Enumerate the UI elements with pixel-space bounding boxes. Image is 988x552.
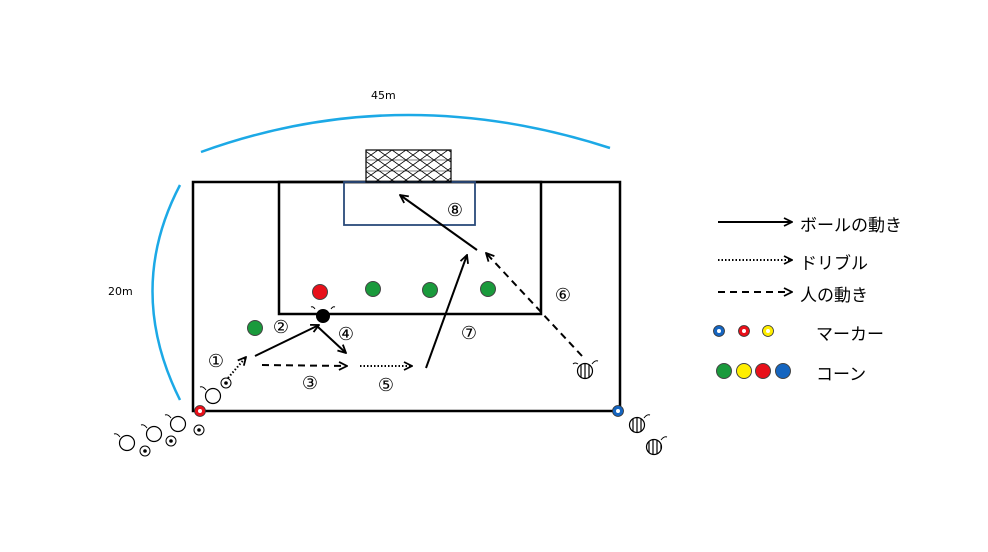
striped-player-icon <box>645 436 668 456</box>
dribble-arrow-1 <box>227 357 246 379</box>
step-label-6: ⑥ <box>555 285 571 306</box>
cone-green <box>365 281 381 297</box>
marker-blue-icon <box>612 405 624 417</box>
height-dimension-arc <box>151 184 182 401</box>
step-label-1: ① <box>208 351 224 372</box>
player-icon <box>140 424 163 443</box>
soccer-ball-icon <box>220 377 232 389</box>
legend-cone-yellow <box>736 363 752 379</box>
step-label-5: ⑤ <box>378 375 394 396</box>
marker-red-icon <box>194 405 206 417</box>
player-icon <box>164 414 187 433</box>
pass-arrow-7 <box>425 255 467 369</box>
legend-marker-red-icon <box>738 325 750 337</box>
height-dimension-label: 20m <box>108 285 133 298</box>
run-arrow-3 <box>261 365 347 366</box>
legend-markers-label: マーカー <box>816 325 884 345</box>
cone-red <box>312 284 328 300</box>
step-label-7: ⑦ <box>461 323 477 344</box>
player-icon <box>113 433 136 452</box>
step-label-8: ⑧ <box>447 200 463 221</box>
legend-ball-movement-label: ボールの動き <box>800 216 902 236</box>
soccer-ball-icon <box>165 435 177 447</box>
cone-green <box>247 320 263 336</box>
width-dimension-arc <box>200 113 611 154</box>
step-label-3: ③ <box>302 373 318 394</box>
legend-cone-red <box>755 363 771 379</box>
pass-arrow-2 <box>254 325 319 357</box>
receiver-player-icon <box>310 306 336 323</box>
player-icon <box>199 386 222 405</box>
legend-player-movement-label: 人の動き <box>800 286 868 306</box>
striped-player-icon <box>628 414 651 434</box>
width-dimension-label: 45m <box>371 89 396 102</box>
legend-dribble-label: ドリブル <box>800 254 868 274</box>
legend-marker-yellow-icon <box>762 325 774 337</box>
legend-marker-blue-icon <box>713 325 725 337</box>
step-label-4: ④ <box>338 324 354 345</box>
cone-green <box>480 281 496 297</box>
soccer-ball-icon <box>139 445 151 457</box>
legend-cone-blue <box>775 363 791 379</box>
striped-player-icon <box>572 360 599 380</box>
legend-cones-label: コーン <box>816 365 867 385</box>
shot-arrow-8 <box>400 195 478 251</box>
cone-green <box>422 282 438 298</box>
goal-net-icon <box>365 149 452 183</box>
legend-cone-green <box>716 363 732 379</box>
soccer-ball-icon <box>193 424 205 436</box>
step-label-2: ② <box>273 317 289 338</box>
pass-arrow-4 <box>317 326 346 353</box>
